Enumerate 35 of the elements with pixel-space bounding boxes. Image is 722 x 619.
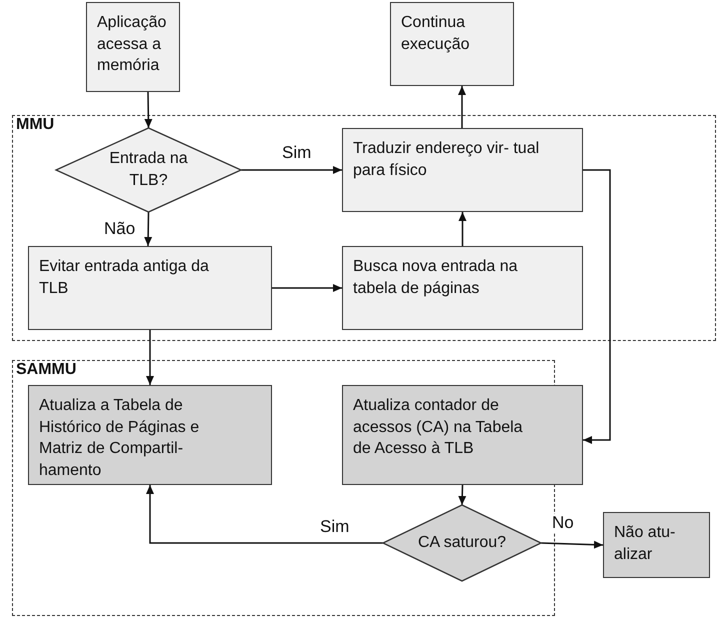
arrow — [144, 92, 152, 128]
arrow — [458, 212, 466, 246]
process-box — [28, 385, 272, 485]
node-text: Aplicação acessa a memória — [97, 13, 168, 76]
process-box — [603, 512, 710, 578]
arrow — [458, 484, 466, 506]
node-text: Evitar entrada antiga da TLB — [39, 257, 210, 299]
node-text: Atualiza contador de acessos (CA) na Tabela de Acesso à TLB — [353, 396, 523, 460]
node-text: Busca nova entrada na tabela de páginas — [353, 257, 519, 299]
arrow — [146, 485, 383, 544]
arrow — [144, 212, 152, 246]
edge-label: No — [550, 514, 576, 533]
node-text: Continua execução — [401, 13, 470, 55]
decision-diamond — [56, 128, 241, 212]
arrow — [540, 540, 604, 549]
process-box — [342, 246, 583, 330]
group-region — [12, 115, 716, 341]
process-box — [390, 2, 514, 86]
node-text: Traduzir endereço vir- tual para físico — [353, 139, 540, 181]
arrow — [458, 86, 466, 128]
process-box — [342, 128, 583, 212]
process-box — [342, 385, 583, 485]
process-box — [28, 246, 272, 330]
arrow — [146, 330, 154, 385]
node-text: Não atu- alizar — [614, 523, 676, 565]
node-text: Atualiza a Tabela de Histórico de Páginas e Matriz de Compartil- hamento — [39, 396, 200, 481]
arrow — [583, 169, 611, 444]
arrow — [272, 284, 342, 292]
decision-diamond — [383, 505, 541, 581]
arrow — [241, 166, 342, 174]
process-box — [86, 2, 180, 92]
group-title: MMU — [16, 116, 54, 134]
node-text: Entrada na TLB? — [108, 149, 188, 191]
node-text: CA saturou? — [418, 533, 506, 554]
group-title: SAMMU — [16, 361, 76, 379]
